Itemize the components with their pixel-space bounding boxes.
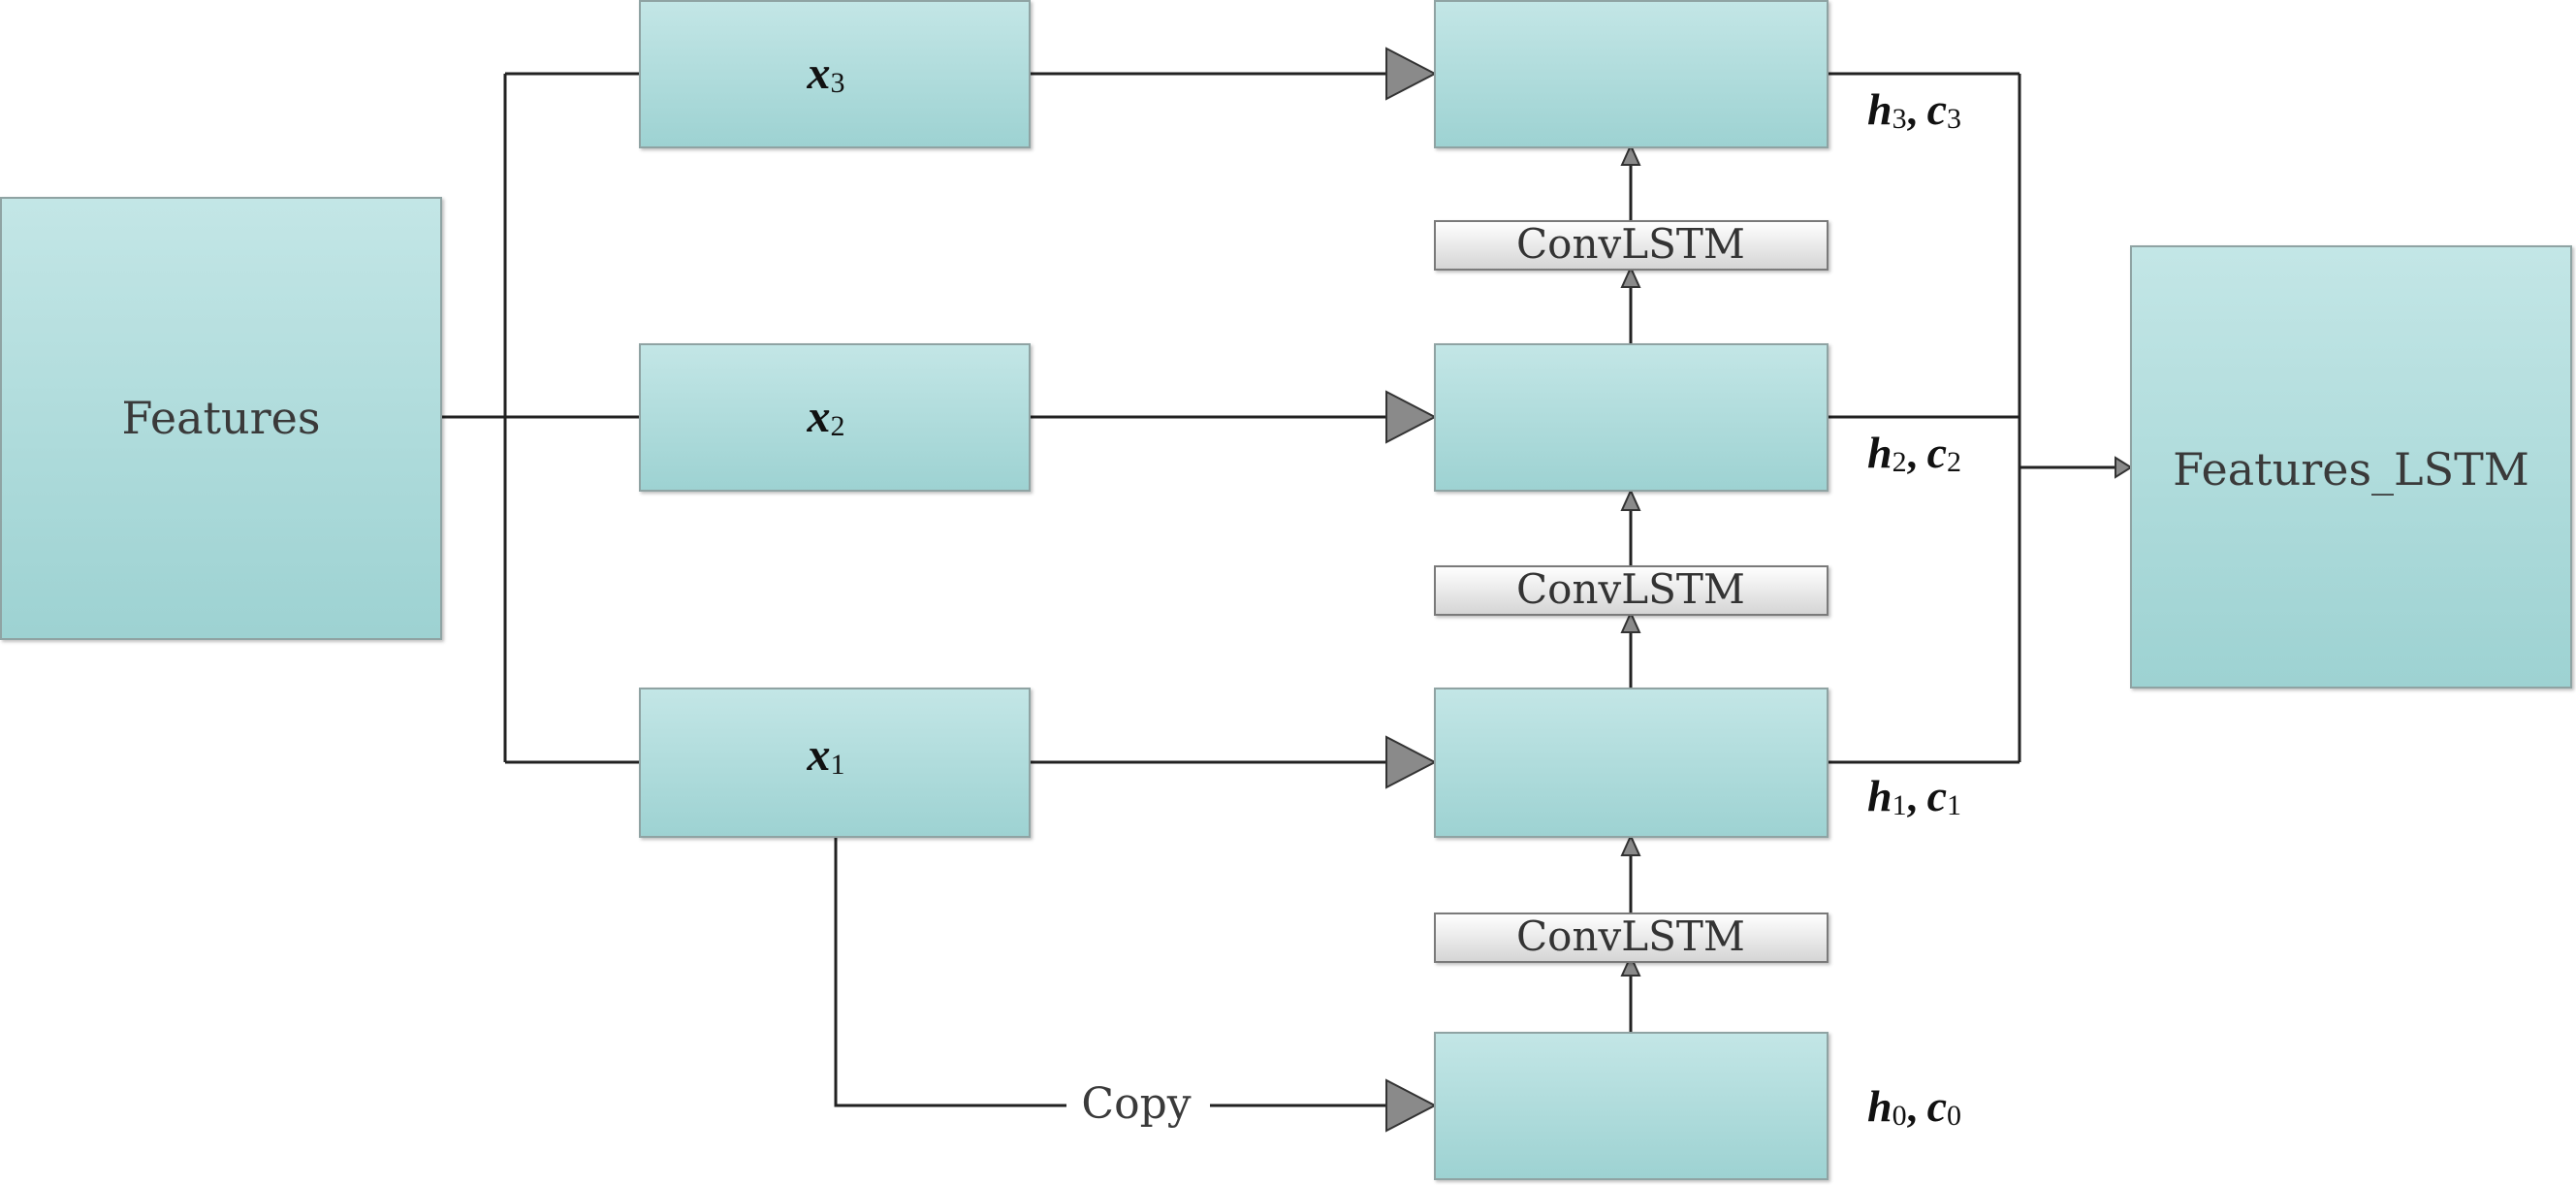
state-3-csub: 3 [1947,103,1961,135]
x2-base: x [807,391,831,442]
x2-label: x2 [807,391,845,442]
state-2-h: h [1867,428,1892,477]
state-label-1: h1, c1 [1867,771,1961,821]
x3-box [639,0,1031,148]
arrowhead-cell0 [1385,1078,1438,1133]
convlstm-boxes [1434,220,1829,963]
arrowhead-cell3 [1385,47,1438,101]
state-3-hsub: 3 [1892,103,1907,135]
arrowhead-cell2-in [1620,488,1641,511]
arrowhead-cell2 [1385,390,1438,444]
copy-label: Copy [1081,1079,1191,1129]
state-2-c: c [1927,428,1947,477]
x1-box [639,688,1031,838]
state-2-sep: , [1907,432,1927,477]
convlstm-box-3 [1434,220,1829,271]
convlstm-label-1: ConvLSTM [1516,913,1745,960]
state-1-h: h [1867,771,1892,820]
connector-lines [441,72,2115,1107]
state-1-sep: , [1907,776,1927,820]
convlstm-label-2: ConvLSTM [1516,565,1745,613]
x3-base: x [807,48,831,99]
state-3-c: c [1927,84,1947,134]
state-0-csub: 0 [1947,1100,1961,1132]
state-1-c: c [1927,771,1947,820]
state-1-csub: 1 [1947,789,1961,821]
arrowhead-features-lstm [2115,456,2133,479]
lstm-cell-3 [1434,0,1829,148]
convlstm-box-1 [1434,913,1829,963]
x1-label: x1 [807,729,845,781]
arrowhead-cell3-in [1620,143,1641,166]
arrowhead-cell1 [1385,735,1438,789]
x2-sub: 2 [831,410,845,442]
features-box [0,197,442,640]
state-0-h: h [1867,1081,1892,1131]
x3-label: x3 [807,48,845,99]
state-label-0: h0, c0 [1867,1081,1961,1132]
x1-sub: 1 [831,749,845,781]
state-0-hsub: 0 [1892,1100,1907,1132]
x2-box [639,343,1031,492]
copy-path-line [834,837,1066,1107]
features-label: Features [122,392,321,444]
state-2-csub: 2 [1947,446,1961,478]
state-3-sep: , [1907,89,1927,134]
state-0-c: c [1927,1081,1947,1131]
state-0-sep: , [1907,1086,1927,1131]
lstm-cell-0 [1434,1032,1829,1180]
copy-label-bg [1066,1078,1210,1133]
x3-sub: 3 [831,67,845,99]
features-lstm-box [2130,245,2572,689]
state-label-3: h3, c3 [1867,84,1961,135]
convlstm-label-3: ConvLSTM [1516,220,1745,268]
state-3-h: h [1867,84,1892,134]
arrowhead-conv2-in [1620,610,1641,633]
state-1-hsub: 1 [1892,789,1907,821]
state-label-2: h2, c2 [1867,428,1961,478]
arrowheads [1385,47,2133,1133]
state-2-hsub: 2 [1892,446,1907,478]
x1-base: x [807,729,831,781]
lstm-cell-1 [1434,688,1829,838]
arrowhead-cell1-in [1620,833,1641,856]
convlstm-box-2 [1434,565,1829,616]
features-lstm-label: Features_LSTM [2173,443,2529,496]
lstm-cell-2 [1434,343,1829,492]
arrowhead-conv1-in [1620,953,1641,977]
arrowhead-conv3-in [1620,265,1641,288]
